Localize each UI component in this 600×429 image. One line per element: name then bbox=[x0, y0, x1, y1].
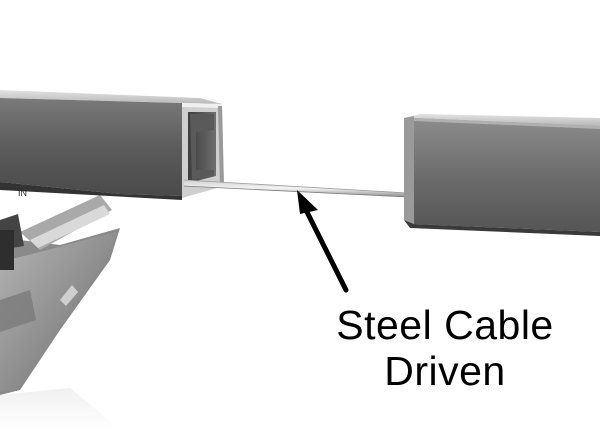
caption-line-1: Steel Cable bbox=[336, 302, 554, 348]
floor-shadow bbox=[0, 388, 120, 429]
caption-text: Steel Cable Driven bbox=[300, 302, 590, 394]
svg-text:IN: IN bbox=[18, 188, 27, 198]
caption-line-2: Driven bbox=[384, 348, 506, 394]
scissor-mechanism bbox=[0, 195, 120, 395]
left-square-tube: IN bbox=[0, 90, 224, 200]
steel-cable bbox=[183, 179, 409, 198]
arrow-indicator bbox=[297, 190, 349, 293]
right-square-tube bbox=[404, 114, 600, 236]
